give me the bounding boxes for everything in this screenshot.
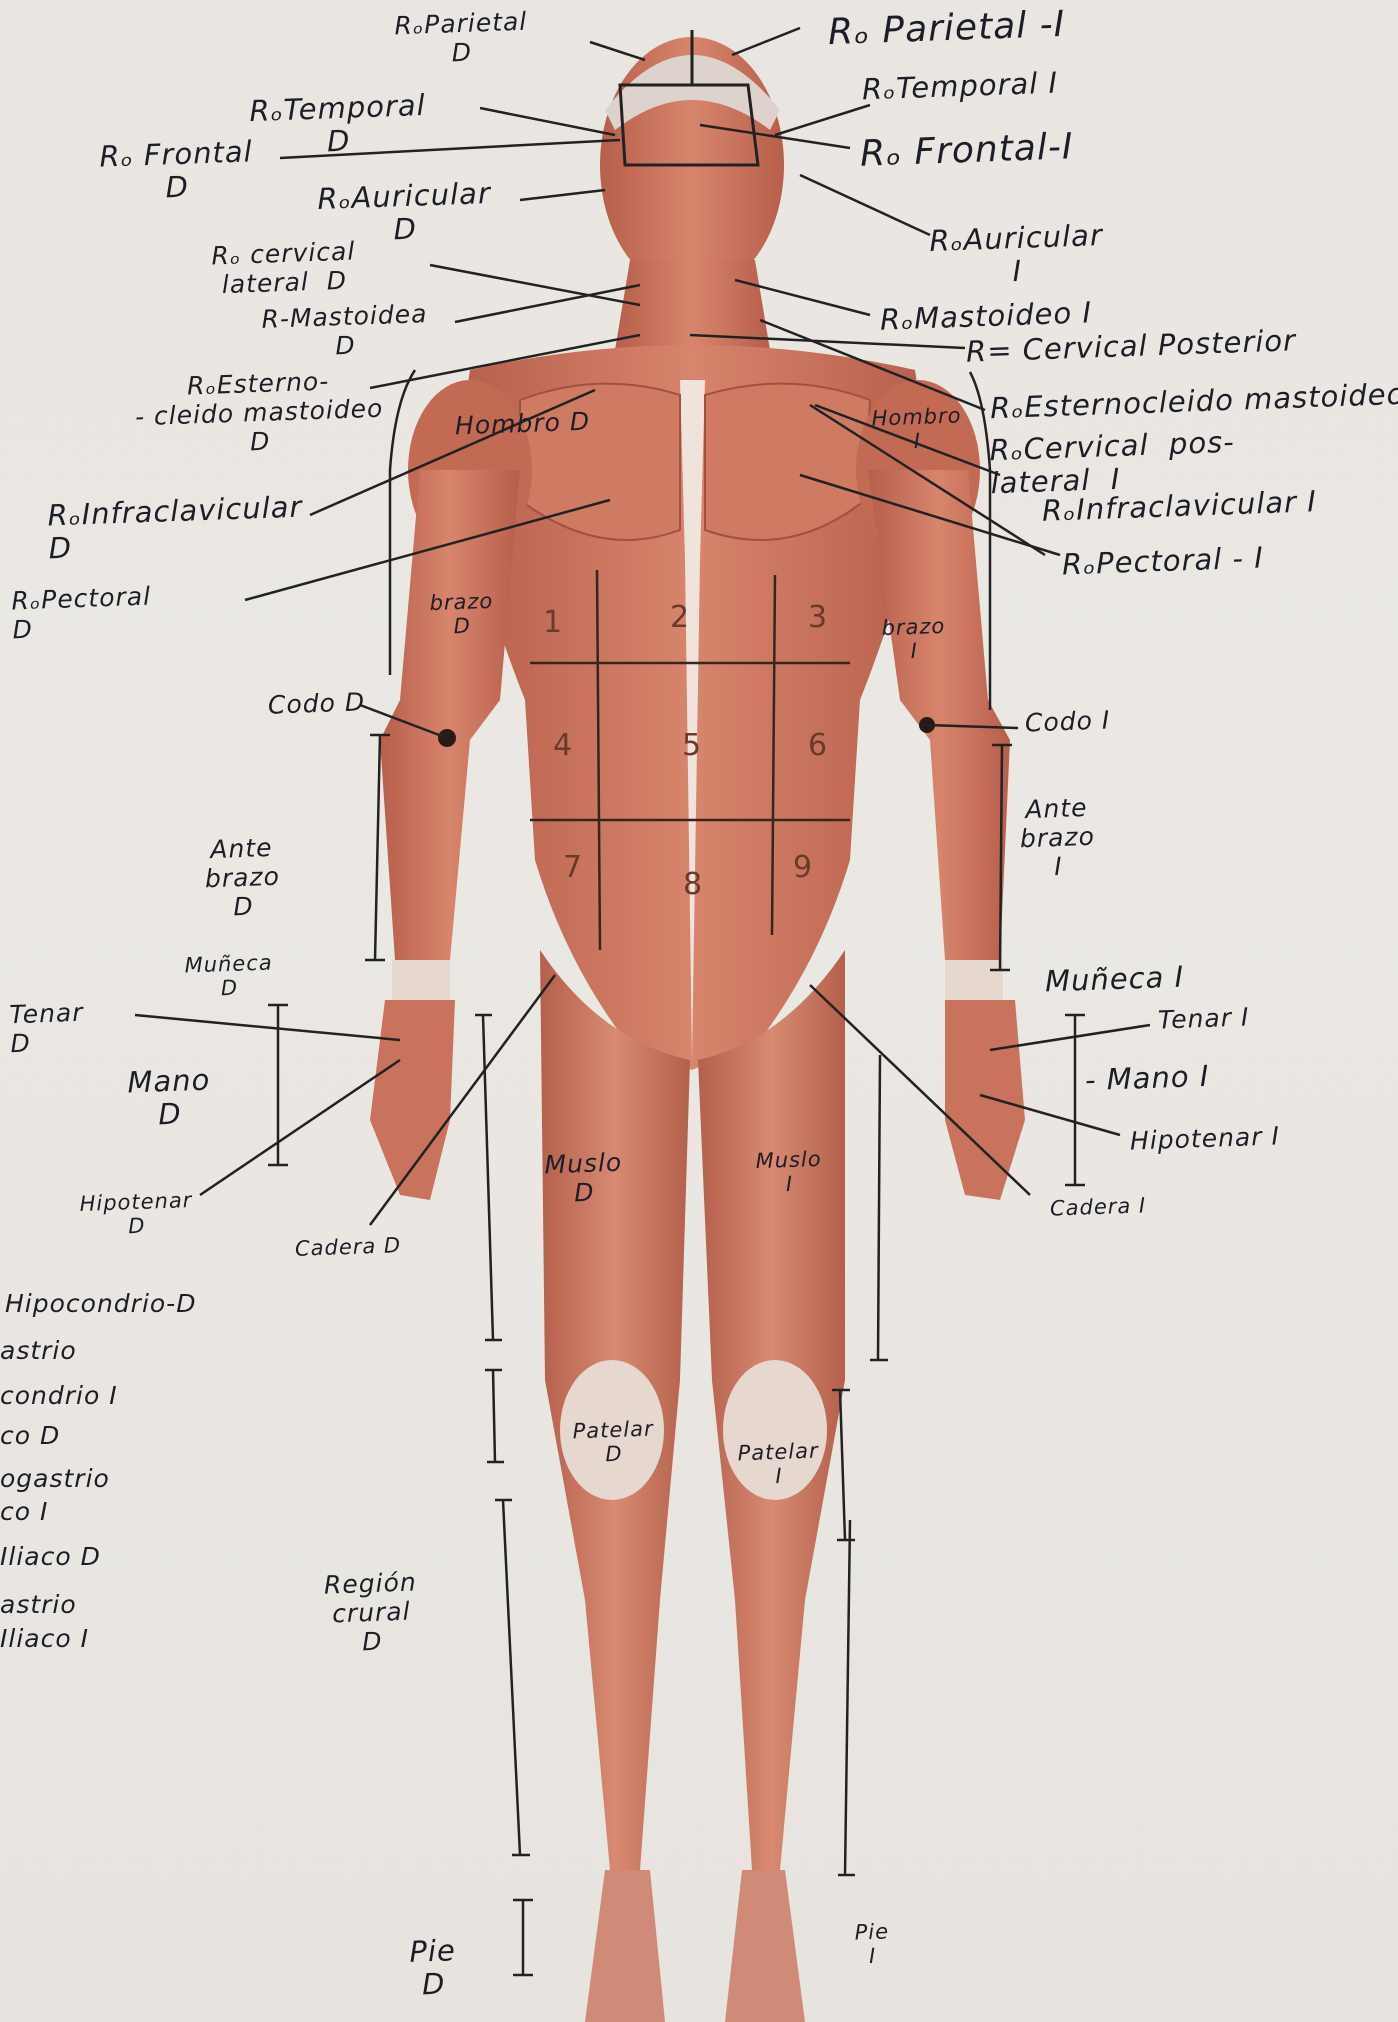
abdomen-region-1: 1: [543, 605, 562, 640]
abdomen-region-2: 2: [670, 600, 689, 635]
abdomen-region-8: 8: [683, 867, 702, 902]
label-brazo-d: brazo D: [429, 589, 494, 639]
regions-list-item: co I: [0, 1498, 191, 1527]
label-frontal-d: Rₒ Frontal D: [99, 135, 255, 207]
label-tenar-i: Tenar I: [1158, 1003, 1250, 1035]
label-esternocleido-d: RₒEsterno- - cleido mastoideo D: [134, 366, 385, 461]
abdomen-region-4: 4: [553, 728, 572, 763]
label-parietal-i: Rₒ Parietal -I: [827, 4, 1066, 54]
regions-list: Hipocondrio-D astrio condrio I co D ogas…: [0, 1290, 191, 1549]
hand-left: [945, 1000, 1025, 1200]
label-codo-d: Codo D: [268, 688, 366, 720]
label-pectoral-i: RₒPectoral - I: [1061, 541, 1264, 581]
label-patelar-d: Patelar D: [572, 1417, 655, 1468]
regions-list-item: co D: [0, 1422, 191, 1451]
regions-list-item: Hipocondrio-D: [5, 1290, 196, 1319]
regions-list-item: ogastrio: [0, 1465, 191, 1494]
label-parietal-d: RₒParietal D: [394, 8, 529, 70]
label-brazo-i: brazo I: [881, 614, 946, 664]
label-cervical-lateral-d: Rₒ cervical lateral D: [211, 238, 357, 300]
label-codo-i: Codo I: [1025, 707, 1111, 739]
label-mano-i: - Mano I: [1084, 1060, 1209, 1098]
label-pectoral-d: RₒPectoral D: [11, 583, 152, 645]
label-muslo-d: Muslo D: [544, 1149, 624, 1209]
wrist-left: [945, 960, 1003, 1000]
label-muneca-d: Muñeca D: [184, 950, 274, 1001]
label-hombro-d: Hombro D: [455, 408, 591, 441]
hand-right: [370, 1000, 455, 1200]
wrist-right: [392, 960, 450, 1000]
label-hipotenar-d: Hipotenar D: [79, 1188, 193, 1240]
label-muslo-i: Muslo I: [755, 1147, 823, 1198]
label-cadera-i: Cadera I: [1050, 1193, 1147, 1220]
label-auricular-i: RₒAuricular I: [929, 219, 1105, 292]
label-mano-d: Mano D: [127, 1064, 212, 1134]
foot-left: [725, 1870, 805, 2022]
abdomen-region-9: 9: [793, 850, 812, 885]
regions-list-item: Iliaco I: [0, 1625, 191, 1654]
abdomen-region-6: 6: [808, 728, 827, 763]
label-antebrazo-i: Ante brazo I: [1019, 794, 1097, 883]
abdomen-region-3: 3: [808, 600, 827, 635]
label-temporal-i: RₒTemporal I: [861, 67, 1058, 107]
regions-list-item: astrio: [0, 1337, 191, 1366]
label-tenar-d: Tenar D: [9, 999, 85, 1059]
label-pie-i: Pie I: [854, 1919, 890, 1968]
label-region-crural-d: Región crural D: [324, 1568, 420, 1657]
label-patelar-i: Patelar I: [737, 1439, 820, 1490]
abdomen-region-7: 7: [563, 850, 582, 885]
pectoral-right: [520, 384, 680, 540]
regions-list-item: astrio: [0, 1591, 191, 1620]
foot-right: [585, 1870, 665, 2022]
label-hombro-i: Hombro I: [871, 403, 963, 454]
label-hipotenar-i: Hipotenar I: [1130, 1122, 1281, 1156]
regions-list-item: Iliaco D: [0, 1543, 191, 1572]
label-frontal-i: Rₒ Frontal-I: [859, 126, 1074, 175]
label-temporal-d: RₒTemporal D: [249, 89, 428, 162]
label-antebrazo-d: Ante brazo D: [204, 834, 282, 923]
label-pie-d: Pie D: [409, 1934, 458, 2002]
label-infraclavicular-d: RₒInfraclavicular D: [47, 491, 304, 567]
label-mastoidea-d: R-Mastoidea D: [261, 300, 429, 363]
abdomen-region-5: 5: [682, 728, 701, 763]
label-cadera-d: Cadera D: [295, 1233, 402, 1261]
regions-list-item: condrio I: [0, 1382, 191, 1411]
arm-left: [868, 470, 1010, 960]
label-muneca-i: Muñeca I: [1044, 961, 1184, 999]
